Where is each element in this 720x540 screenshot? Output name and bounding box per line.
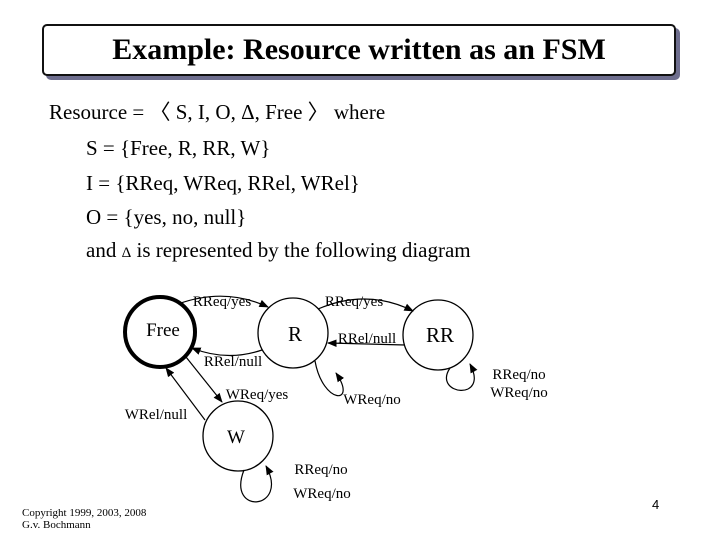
label-rr-self-loop-1: RReq/no	[492, 367, 545, 383]
self-loop-r	[314, 360, 345, 397]
title-box: Example: Resource written as an FSM	[42, 24, 676, 76]
state-w-circle	[202, 400, 274, 472]
label-r-to-rr: RReq/yes	[325, 294, 383, 310]
state-rr-label: RR	[426, 323, 454, 347]
copyright-line-1: Copyright 1999, 2003, 2008	[22, 507, 147, 519]
label-free-to-w: WReq/yes	[226, 387, 289, 403]
resource-definition-line: Resource = 〈 S, I, O, Δ, Free 〉 where	[49, 100, 386, 124]
inputs-set-line: I = {RReq, WReq, RRel, WRel}	[86, 171, 360, 195]
state-r-circle	[257, 297, 329, 369]
state-free-circle	[123, 295, 197, 369]
transition-w-to-free	[165, 367, 206, 421]
states-set-line: S = {Free, R, RR, W}	[86, 136, 271, 160]
delta-symbol: Δ	[121, 245, 132, 261]
outputs-set-line: O = {yes, no, null}	[86, 205, 247, 229]
label-w-to-free: WRel/null	[125, 407, 188, 423]
self-loop-w	[240, 465, 274, 503]
page-number: 4	[652, 497, 660, 512]
label-r-to-free: RRel/null	[204, 354, 262, 370]
state-rr-circle	[402, 299, 474, 371]
label-rr-self-loop-2: WReq/no	[490, 385, 548, 401]
slide-title: Example: Resource written as an FSM	[112, 33, 606, 66]
label-w-self-loop-1: RReq/no	[294, 462, 347, 478]
self-loop-rr	[446, 363, 478, 391]
transition-r-to-rr	[317, 298, 414, 312]
transition-free-to-w	[185, 356, 223, 403]
and-suffix: is represented by the following diagram	[131, 238, 471, 262]
label-free-to-r: RReq/yes	[193, 294, 251, 310]
state-free-label: Free	[146, 320, 180, 341]
transition-rr-to-r	[327, 339, 406, 348]
state-r-label: R	[288, 322, 302, 346]
copyright-line-2: G.v. Bochmann	[22, 519, 91, 531]
and-prefix: and	[86, 238, 122, 262]
transition-description-line: and Δ is represented by the following di…	[86, 238, 471, 265]
label-rr-to-r: RRel/null	[338, 331, 396, 347]
state-w-label: W	[227, 427, 245, 448]
label-w-self-loop-2: WReq/no	[293, 486, 351, 502]
label-r-self-loop: WReq/no	[343, 392, 401, 408]
transition-r-to-free	[191, 347, 263, 357]
transition-free-to-r	[177, 295, 269, 308]
copyright-notice: Copyright 1999, 2003, 2008 G.v. Bochmann	[22, 507, 146, 531]
